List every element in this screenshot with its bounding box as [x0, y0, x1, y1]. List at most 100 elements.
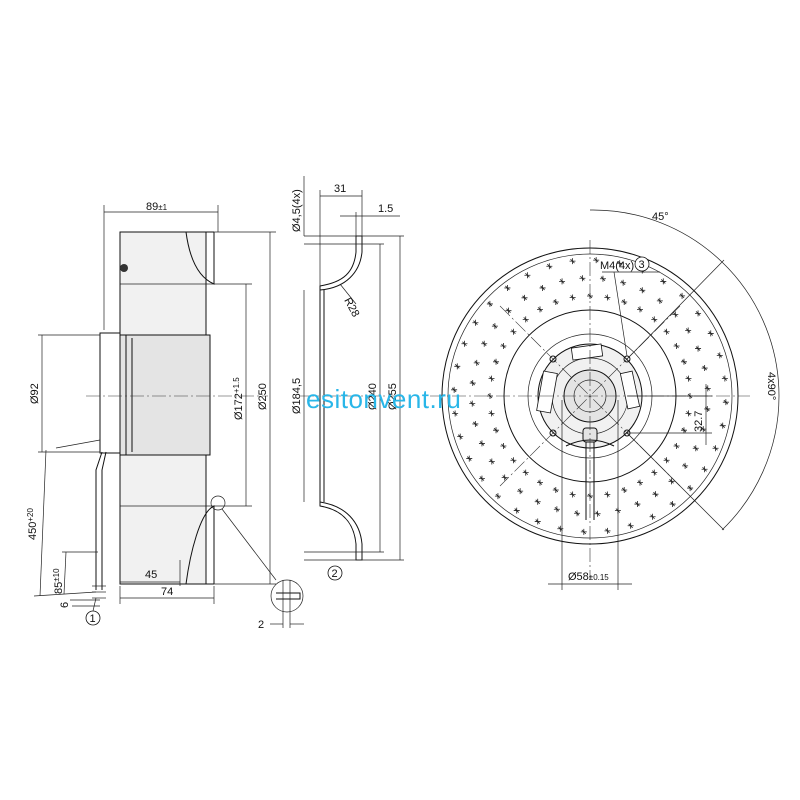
- blade-marker: [712, 445, 719, 452]
- blade-marker: [616, 260, 623, 267]
- blade-marker: [472, 319, 479, 326]
- cable: [95, 451, 103, 590]
- callout-3-circle: [634, 256, 650, 272]
- blade-marker: [469, 380, 476, 387]
- blade-marker: [481, 340, 488, 347]
- blade-marker: [488, 458, 495, 465]
- blade-marker: [652, 491, 659, 498]
- dim-d172: Ø172+1.5: [232, 377, 245, 420]
- blade-marker: [559, 278, 566, 285]
- callout-3: 3: [639, 259, 645, 271]
- blade-marker: [553, 506, 560, 513]
- mount-hole: [549, 429, 557, 437]
- blade-marker: [627, 522, 634, 529]
- dim-89: 89±1: [146, 201, 168, 213]
- grommet: [120, 264, 128, 272]
- dim-d92: Ø92: [29, 383, 41, 404]
- blade-marker: [685, 410, 692, 417]
- callout-1: 1: [90, 613, 96, 625]
- blade-marker: [637, 306, 643, 313]
- blade-marker: [552, 299, 559, 306]
- ring-profile-bottom: [319, 501, 363, 561]
- blade-marker: [599, 275, 606, 282]
- rotor-hub: [119, 334, 211, 456]
- blade-marker: [604, 527, 611, 534]
- blade-marker: [500, 443, 507, 449]
- blade-marker: [466, 455, 473, 462]
- dim-r28: R28: [341, 296, 361, 319]
- blade-marker: [522, 316, 529, 323]
- blade-marker: [534, 498, 541, 505]
- blade-marker: [660, 278, 667, 285]
- blade-marker: [569, 294, 576, 301]
- dim-2: 2: [258, 619, 264, 631]
- blade-marker: [701, 466, 708, 473]
- dim-32-7: 32.7: [693, 411, 705, 432]
- blade-marker: [546, 263, 553, 270]
- blade-marker: [522, 469, 529, 476]
- blade-marker: [493, 358, 500, 365]
- cable-exit: [585, 442, 595, 520]
- blade-marker: [604, 491, 611, 498]
- blade-marker: [621, 486, 628, 493]
- blade-marker: [634, 501, 641, 508]
- blade-marker: [500, 343, 507, 349]
- blade-marker: [685, 375, 692, 382]
- blade-marker: [700, 426, 707, 433]
- detail-view: 2: [258, 579, 304, 631]
- blade-marker: [680, 427, 687, 434]
- blade-marker: [472, 420, 479, 427]
- blade-curve-bottom: [185, 505, 215, 585]
- blade-marker: [719, 422, 726, 429]
- blade-marker: [510, 457, 517, 464]
- blade-marker: [669, 501, 676, 508]
- blade-marker: [513, 507, 520, 514]
- blade-marker: [452, 410, 459, 417]
- label-plate-top: [570, 343, 604, 361]
- blade-marker: [663, 457, 670, 464]
- blade-marker: [663, 328, 670, 335]
- blade-marker: [537, 479, 543, 486]
- blade-marker: [510, 328, 517, 335]
- blade-marker: [534, 518, 541, 525]
- blade-marker: [461, 340, 468, 347]
- blade-marker: [579, 275, 586, 282]
- blade-marker: [673, 443, 680, 449]
- blade-marker: [695, 345, 702, 352]
- blade-marker: [680, 358, 687, 365]
- motor-body: [99, 332, 121, 454]
- blade-marker: [721, 375, 728, 382]
- blade-marker: [593, 257, 600, 264]
- blade-marker: [486, 300, 493, 307]
- blade-marker: [704, 405, 711, 412]
- blade-marker: [517, 488, 524, 495]
- dim-74: 74: [161, 586, 173, 598]
- blade-marker: [524, 272, 531, 279]
- blade-marker: [620, 279, 627, 286]
- blade-marker: [494, 493, 501, 500]
- blade-marker: [580, 528, 587, 535]
- blade-marker: [521, 294, 528, 301]
- blade-marker: [505, 307, 512, 314]
- blade-marker: [491, 323, 498, 330]
- mount-hole: [549, 355, 557, 363]
- blade-marker: [469, 400, 476, 407]
- dim-6: 6: [59, 602, 71, 608]
- blade-marker: [552, 486, 559, 493]
- blade-marker: [682, 462, 689, 469]
- blade-marker: [473, 359, 480, 366]
- blade-marker: [569, 258, 576, 265]
- callout-2-circle: [327, 565, 343, 581]
- blade-marker: [651, 469, 658, 476]
- label-plate-left: [536, 370, 558, 414]
- blade-marker: [574, 510, 581, 517]
- blade-marker: [493, 427, 500, 434]
- dim-hole: Ø4,5(4x): [291, 189, 303, 232]
- blade-marker: [454, 363, 461, 370]
- dim-d184: Ø184,5: [291, 378, 303, 414]
- dim-d255: Ø255: [387, 383, 399, 410]
- label-plate-right: [619, 370, 641, 410]
- blade-marker: [604, 294, 611, 301]
- blade-marker: [539, 284, 546, 291]
- blade-marker: [649, 513, 656, 520]
